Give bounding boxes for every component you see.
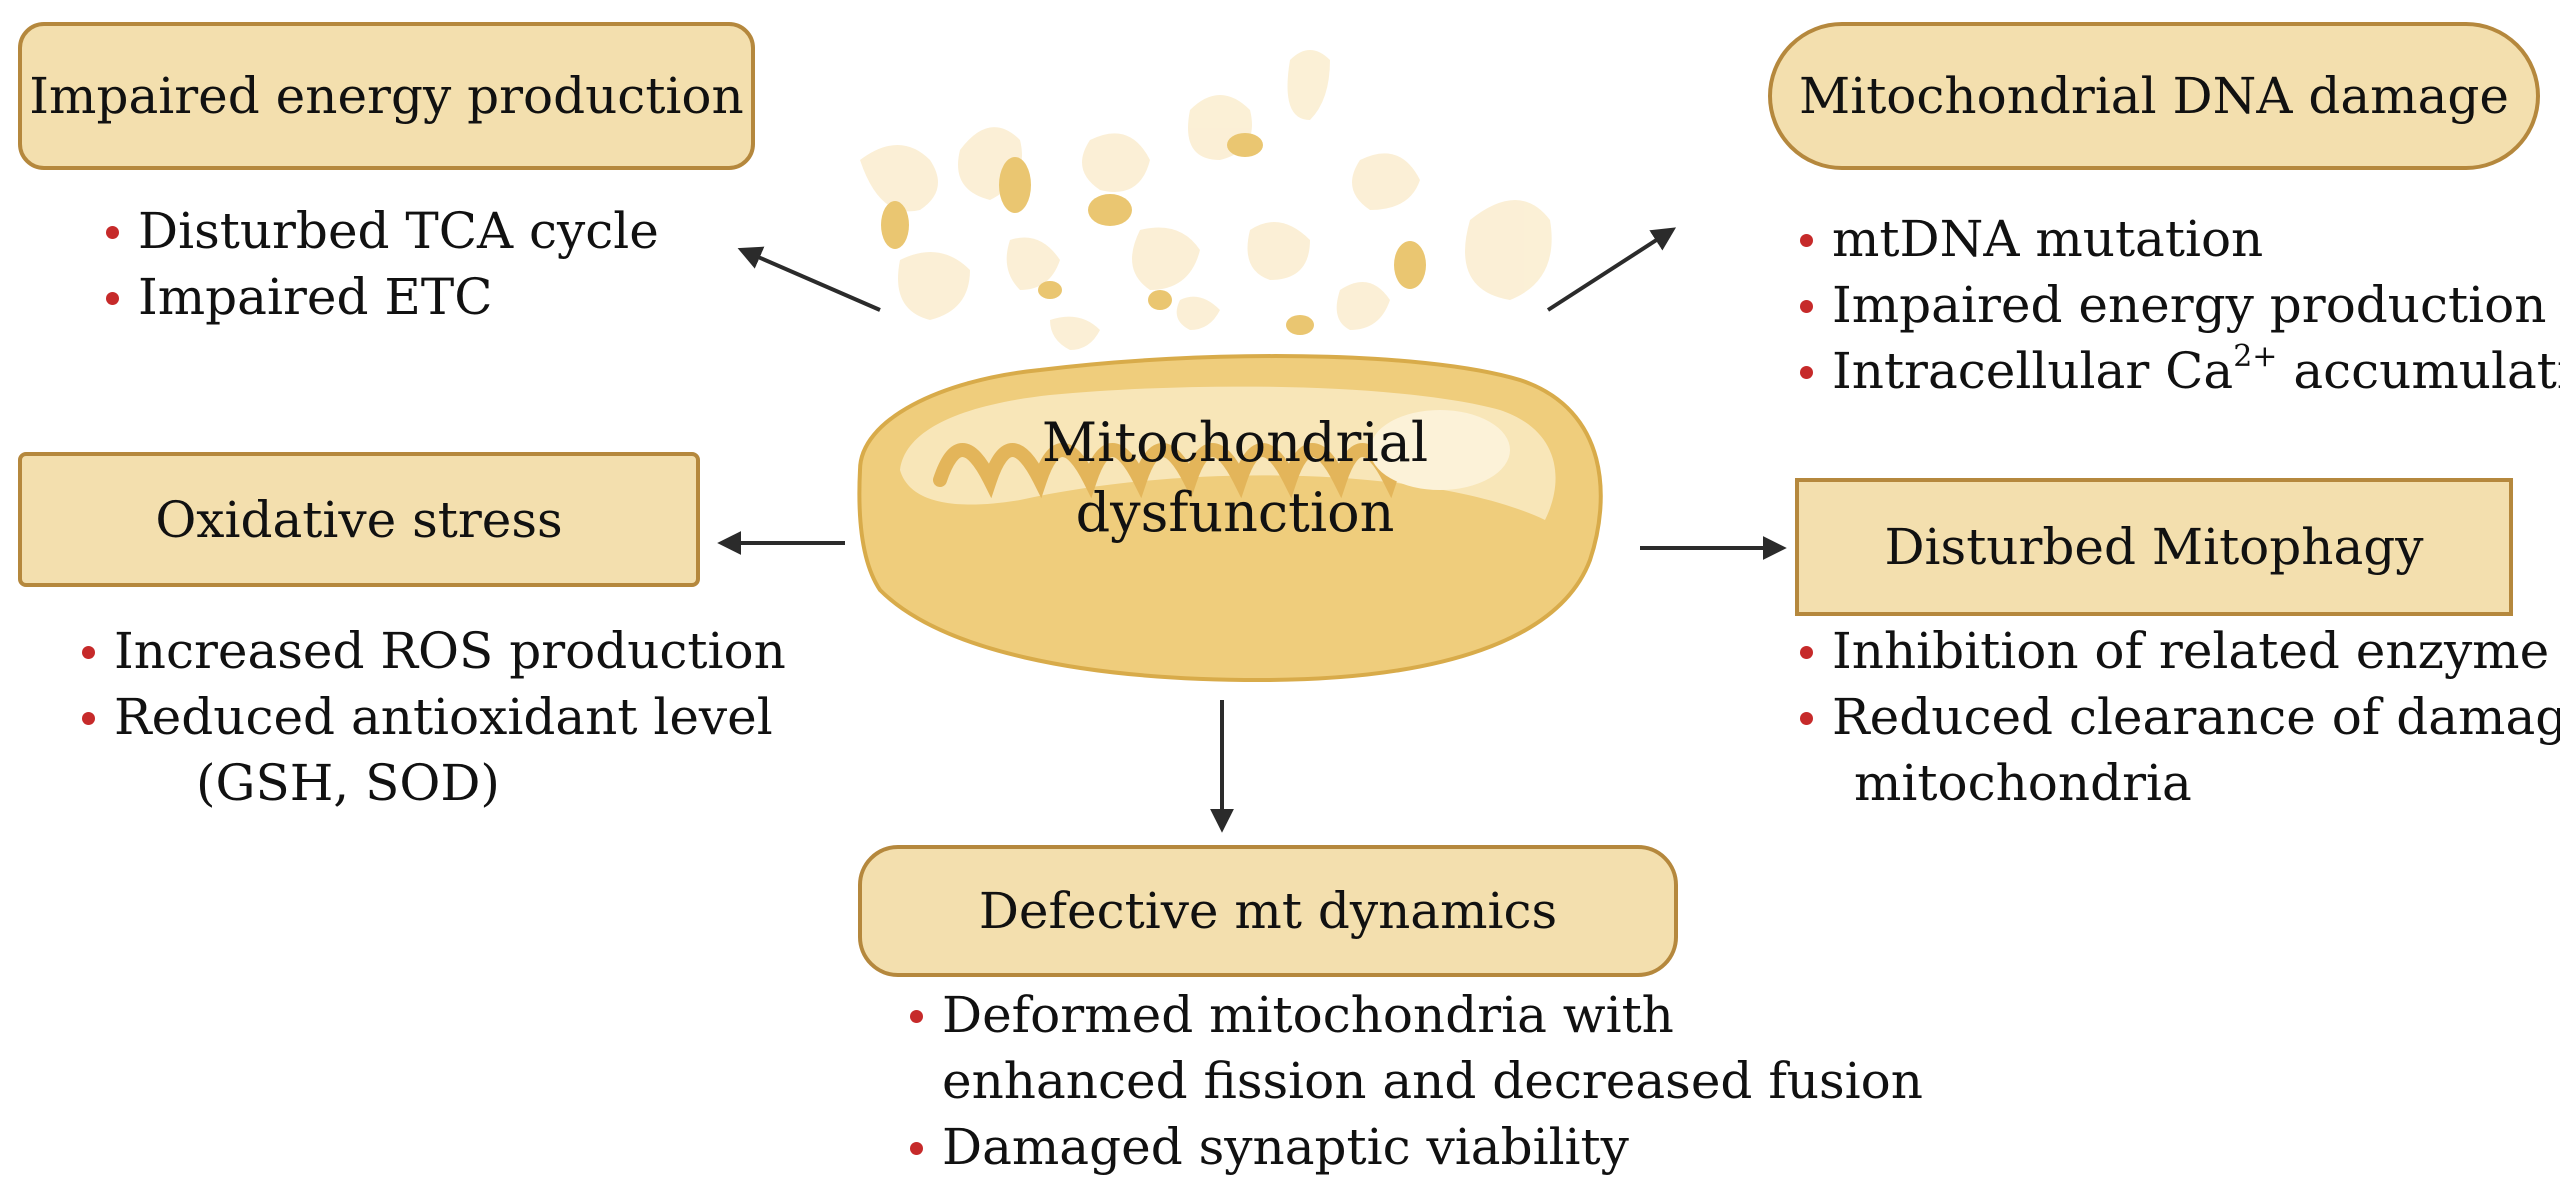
- energy-title: Impaired energy production: [29, 67, 744, 125]
- dna-title: Mitochondrial DNA damage: [1799, 67, 2509, 125]
- list-item: Impaired energy production: [1796, 272, 2560, 338]
- center-label-line1: Mitochondrial: [1041, 411, 1429, 474]
- oxidative-list: Increased ROS production Reduced antioxi…: [78, 618, 786, 816]
- center-label-line2: dysfunction: [1075, 481, 1395, 544]
- list-item: Inhibition of related enzyme: [1796, 618, 2560, 684]
- mitochondrion-icon: [857, 354, 1603, 683]
- arrow-to-energy: [737, 246, 881, 312]
- oxidative-box: Oxidative stress: [18, 452, 700, 587]
- energy-list: Disturbed TCA cycle Impaired ETC: [102, 198, 659, 330]
- list-item: mtDNA mutation: [1796, 206, 2560, 272]
- list-item: Disturbed TCA cycle: [102, 198, 659, 264]
- list-item: Deformed mitochondria with enhanced fiss…: [906, 982, 1923, 1114]
- list-item: Increased ROS production: [78, 618, 786, 684]
- energy-box: Impaired energy production: [18, 22, 755, 170]
- dna-list: mtDNA mutation Impaired energy productio…: [1796, 206, 2560, 404]
- mitochondrial-fragments: [860, 50, 1552, 350]
- dynamics-list: Deformed mitochondria with enhanced fiss…: [906, 982, 1923, 1180]
- oxidative-title: Oxidative stress: [155, 490, 563, 549]
- arrow-to-dna: [1546, 227, 1677, 312]
- list-item: Impaired ETC: [102, 264, 659, 330]
- list-item: Intracellular Ca2+ accumulation: [1796, 338, 2560, 404]
- mitophagy-list: Inhibition of related enzyme Reduced cle…: [1796, 618, 2560, 816]
- mitophagy-title: Disturbed Mitophagy: [1884, 518, 2424, 576]
- dna-box: Mitochondrial DNA damage: [1768, 22, 2540, 170]
- dynamics-title: Defective mt dynamics: [978, 882, 1558, 940]
- list-item: Reduced antioxidant level (GSH, SOD): [78, 684, 786, 816]
- mitophagy-box: Disturbed Mitophagy: [1795, 478, 2513, 616]
- list-item: Reduced clearance of damaged mitochondri…: [1796, 684, 2560, 816]
- list-item: Damaged synaptic viability: [906, 1114, 1923, 1180]
- dynamics-box: Defective mt dynamics: [858, 845, 1678, 977]
- center-label: Mitochondrial dysfunction: [960, 408, 1510, 548]
